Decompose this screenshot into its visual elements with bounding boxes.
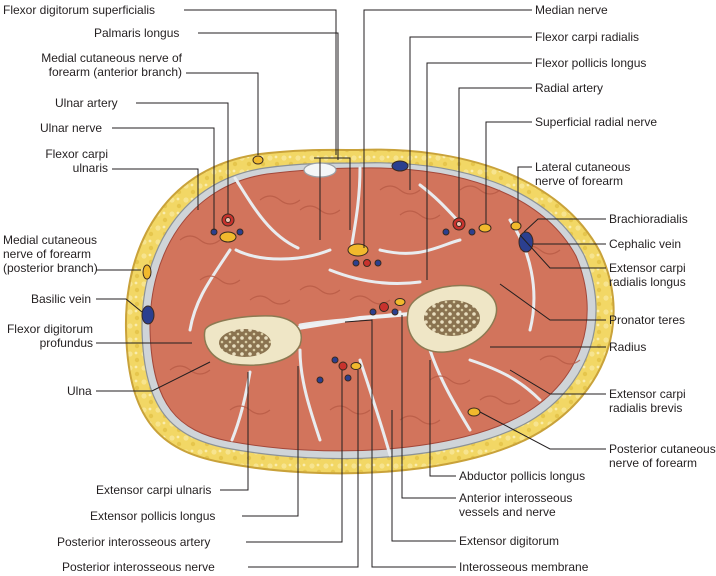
label-posterior-interosseous-nerve: Posterior interosseous nerve [62,560,215,574]
label-median-nerve: Median nerve [535,3,608,17]
interosseous-membrane-shape [297,312,411,330]
label-superficial-radial-nerve: Superficial radial nerve [535,115,658,129]
muscle-septa [188,166,542,457]
label-pronator-teres: Pronator teres [609,313,686,327]
label-extensor-carpi-radialis-brevis: Extensor carpi radialis brevis [609,387,686,415]
label-flexor-digitorum-profundus: Flexor digitorum profundus [6,322,93,350]
label-interosseous-membrane: Interosseous membrane [459,560,589,574]
ulna-bone [203,315,302,366]
label-extensor-digitorum: Extensor digitorum [459,534,560,548]
label-flexor-digitorum-superficialis: Flexor digitorum superficialis [3,3,156,17]
label-medial-cutaneous-anterior: Medial cutaneous nerve of forearm (anter… [41,51,182,79]
label-medial-cutaneous-posterior: Medial cutaneous nerve of forearm (poste… [3,233,98,275]
label-extensor-carpi-radialis-longus: Extensor carpi radialis longus [609,261,686,289]
label-extensor-pollicis-longus: Extensor pollicis longus [90,509,216,523]
muscle-compartments [149,167,588,452]
label-extensor-carpi-ulnaris: Extensor carpi ulnaris [96,483,212,497]
label-radius: Radius [609,340,647,354]
label-cephalic-vein: Cephalic vein [609,237,682,251]
label-ulnar-artery: Ulnar artery [55,96,118,110]
leader-lines [96,9,606,568]
neurovascular-structures [141,155,534,417]
label-palmaris-longus: Palmaris longus [94,26,180,40]
label-ulnar-nerve: Ulnar nerve [40,121,103,135]
label-brachioradialis: Brachioradialis [609,212,688,226]
label-radial-artery: Radial artery [535,81,604,95]
label-ulna: Ulna [67,384,92,398]
label-abductor-pollicis-longus: Abductor pollicis longus [459,469,586,483]
label-lateral-cutaneous: Lateral cutaneous nerve of forearm [535,160,631,188]
label-flexor-carpi-radialis: Flexor carpi radialis [535,30,640,44]
radius-bone [406,284,498,353]
label-flexor-pollicis-longus: Flexor pollicis longus [535,56,647,70]
label-flexor-carpi-ulnaris: Flexor carpi ulnaris [45,147,108,175]
label-posterior-cutaneous: Posterior cutaneous nerve of forearm [609,442,716,470]
label-posterior-interosseous-artery: Posterior interosseous artery [57,535,211,549]
label-anterior-interosseous: Anterior interosseous vessels and nerve [459,491,573,519]
muscle-texture [169,185,581,425]
label-basilic-vein: Basilic vein [31,292,92,306]
